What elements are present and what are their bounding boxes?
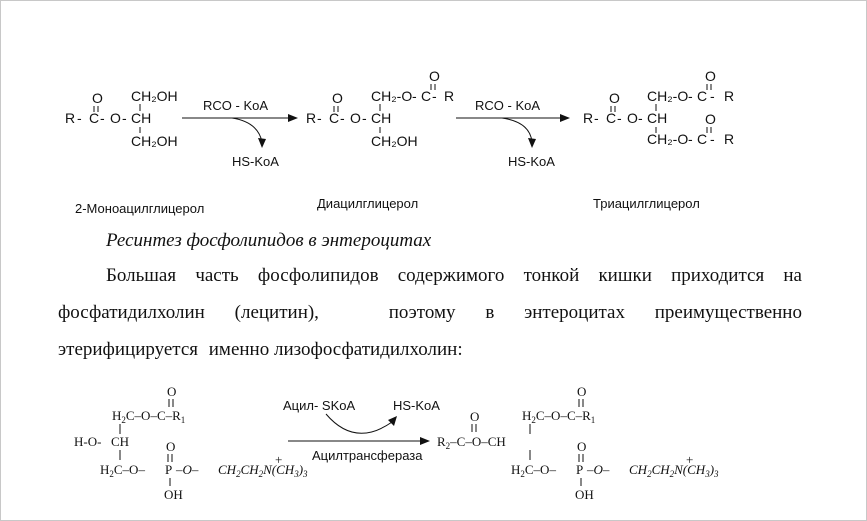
svg-text:C: C <box>89 110 99 126</box>
paragraph-line-3: этерифицируется именно лизофосфатидилхол… <box>58 339 463 360</box>
svg-text:CH₂-O: CH₂-O <box>647 88 688 104</box>
carbonyl-o: O <box>92 90 103 106</box>
svg-text:R: R <box>583 110 593 126</box>
svg-text:C: C <box>421 88 431 104</box>
svg-text:H-O-: H-O- <box>74 434 101 449</box>
svg-text:-: - <box>638 110 643 126</box>
compound-diacylglycerol: O R - C - O - CH CH₂-O - C - R O CH₂OH <box>306 68 454 149</box>
svg-text:O: O <box>332 90 343 106</box>
svg-text:CH: CH <box>647 110 667 126</box>
svg-text:-: - <box>710 88 715 104</box>
enzyme-label: Ацилтрансфераза <box>312 448 423 463</box>
svg-text:O: O <box>705 68 716 84</box>
svg-text:H2C–O–C–R1: H2C–O–C–R1 <box>112 408 185 425</box>
svg-text:-: - <box>77 110 82 126</box>
svg-text:O: O <box>166 439 175 454</box>
reagent-label: RCO - KoA <box>203 98 268 113</box>
svg-text:-: - <box>688 88 693 104</box>
svg-text:OH: OH <box>575 487 594 502</box>
svg-text:RCO - KoA: RCO - KoA <box>475 98 540 113</box>
svg-text:–O–: –O– <box>586 462 610 477</box>
svg-text:-: - <box>100 110 105 126</box>
reaction-arrow-3: Ацил- SKoA HS-KoA Ацилтрансфераза <box>283 398 440 463</box>
svg-text:P: P <box>165 462 172 477</box>
compound-lysophosphatidylcholine: O H2C–O–C–R1 H-O- CH H2C–O– P –O– CH2CH2… <box>74 384 308 502</box>
svg-text:C: C <box>697 131 707 147</box>
svg-text:-: - <box>617 110 622 126</box>
svg-text:H2C–O–: H2C–O– <box>511 462 556 479</box>
svg-text:+: + <box>686 452 693 467</box>
svg-text:C: C <box>329 110 339 126</box>
compound-name-1: 2-Моноацилглицерол <box>75 201 204 216</box>
byproduct-label: HS-KoA <box>232 154 279 169</box>
svg-text:CH: CH <box>111 434 129 449</box>
svg-text:CH₂OH: CH₂OH <box>131 88 178 104</box>
svg-text:-: - <box>432 88 437 104</box>
svg-text:-: - <box>122 110 127 126</box>
svg-text:O: O <box>429 68 440 84</box>
svg-text:R: R <box>724 131 734 147</box>
svg-text:CH2CH2N(CH3)3: CH2CH2N(CH3)3 <box>629 462 719 479</box>
svg-text:O: O <box>609 90 620 106</box>
reaction-arrow-2: RCO - KoA HS-KoA <box>456 98 570 169</box>
svg-text:-: - <box>362 110 367 126</box>
svg-text:CH₂OH: CH₂OH <box>371 133 418 149</box>
svg-text:O: O <box>627 110 638 126</box>
svg-text:-: - <box>710 131 715 147</box>
svg-text:HS-KoA: HS-KoA <box>508 154 555 169</box>
svg-text:-: - <box>317 110 322 126</box>
svg-text:CH: CH <box>371 110 391 126</box>
acyl-skoa-label: Ацил- SKoA <box>283 398 355 413</box>
svg-text:CH: CH <box>131 110 151 126</box>
svg-text:H2C–O–C–R1: H2C–O–C–R1 <box>522 408 595 425</box>
svg-text:R: R <box>306 110 316 126</box>
compound-triacylglycerol: O R - C - O - CH CH₂-O - C - R O CH₂-O -… <box>583 68 734 147</box>
compound-name-3: Триацилглицерол <box>593 196 700 211</box>
svg-text:O: O <box>577 384 586 399</box>
svg-text:CH2CH2N(CH3)3: CH2CH2N(CH3)3 <box>218 462 308 479</box>
compound-name-2: Диацилглицерол <box>317 196 418 211</box>
svg-text:-: - <box>594 110 599 126</box>
svg-text:-: - <box>340 110 345 126</box>
svg-text:CH₂-O: CH₂-O <box>371 88 412 104</box>
svg-text:O: O <box>167 384 176 399</box>
svg-text:OH: OH <box>164 487 183 502</box>
svg-text:+: + <box>275 452 282 467</box>
svg-text:O: O <box>110 110 121 126</box>
svg-text:R: R <box>724 88 734 104</box>
svg-text:–O–: –O– <box>175 462 199 477</box>
svg-text:-: - <box>412 88 417 104</box>
svg-text:C: C <box>606 110 616 126</box>
svg-text:R: R <box>444 88 454 104</box>
hs-koa-label: HS-KoA <box>393 398 440 413</box>
atom-r: R <box>65 110 75 126</box>
svg-text:C: C <box>697 88 707 104</box>
svg-text:H2C–O–: H2C–O– <box>100 462 145 479</box>
svg-text:CH₂OH: CH₂OH <box>131 133 178 149</box>
svg-text:R2–C–O–CH: R2–C–O–CH <box>437 434 506 451</box>
compound-phosphatidylcholine: O H2C–O–C–R1 O R2–C–O–CH H2C–O– P –O– CH… <box>437 384 719 502</box>
svg-text:O: O <box>577 439 586 454</box>
svg-text:P: P <box>576 462 583 477</box>
section-heading: Ресинтез фосфолипидов в энтероцитах <box>106 230 432 251</box>
svg-text:O: O <box>470 409 479 424</box>
compound-monoacylglycerol: O R - C - O - CH CH₂OH CH₂OH <box>65 88 178 149</box>
svg-text:O: O <box>705 111 716 127</box>
svg-text:CH₂-O: CH₂-O <box>647 131 688 147</box>
reaction-arrow-1: RCO - KoA HS-KoA <box>182 98 298 169</box>
svg-text:O: O <box>350 110 361 126</box>
svg-text:-: - <box>688 131 693 147</box>
